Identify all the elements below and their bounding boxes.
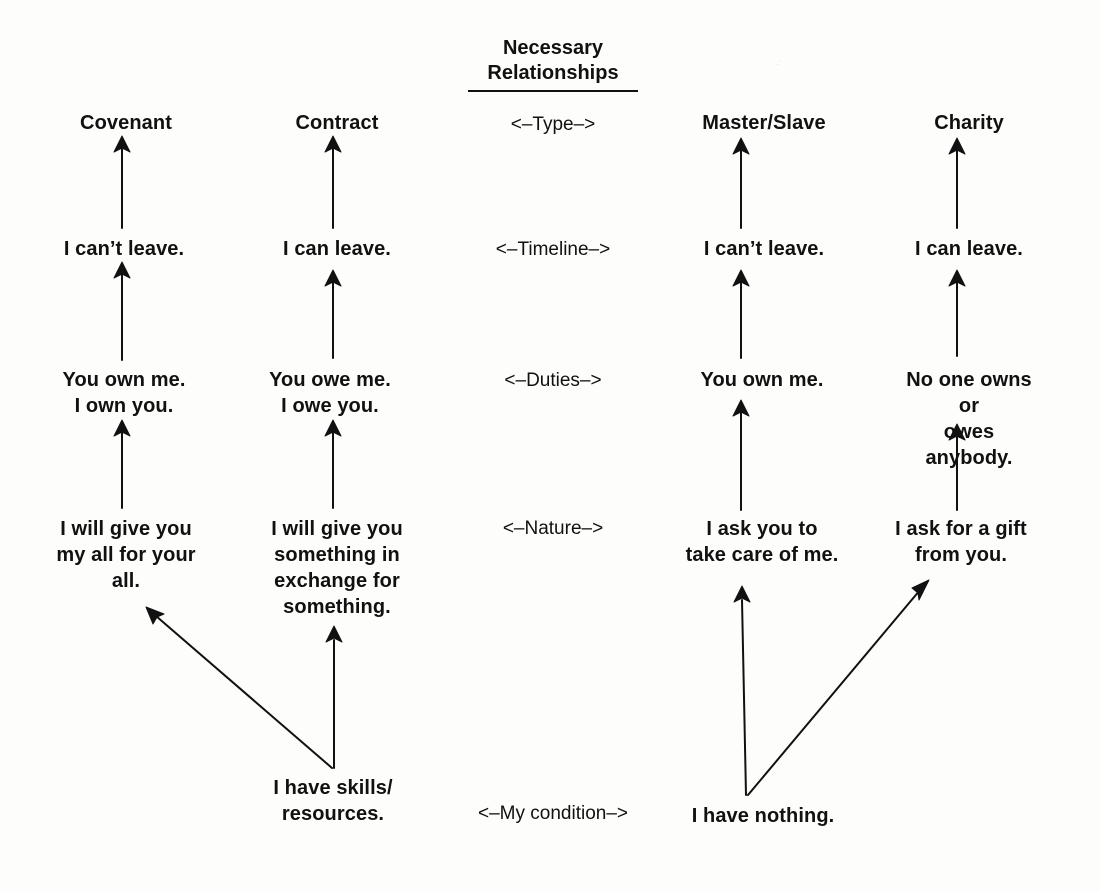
arrow-skills-to-covenant [155, 615, 333, 769]
arrowhead-contract-nature [325, 625, 343, 643]
row-label-type: <–Type–> [510, 114, 596, 135]
diagram-title: Necessary Relationships [487, 37, 619, 84]
arrowhead-master-duties [732, 399, 750, 417]
charity-nature: I ask for a gift from you. [895, 518, 1027, 566]
covenant-timeline: I can’t leave. [63, 238, 185, 260]
master-slave-duties: You own me. [700, 369, 824, 391]
arrowhead-master-timeline [732, 269, 750, 287]
arrowhead-charity-timeline [948, 269, 966, 287]
master-slave-timeline: I can’t leave. [703, 238, 825, 260]
contract-nature: I will give you something in exchange fo… [271, 518, 403, 618]
contract-type: Contract [295, 112, 379, 134]
arrowhead-covenant-duties [113, 419, 131, 437]
arrowhead-charity-nature [911, 579, 930, 601]
title-underline [468, 90, 638, 92]
row-label-duties: <–Duties–> [504, 370, 602, 391]
arrow-nothing-to-charity [747, 589, 921, 796]
arrowhead-contract-type [324, 135, 342, 153]
charity-type: Charity [934, 112, 1004, 134]
row-label-nature: <–Nature–> [502, 518, 604, 539]
arrow-nothing-to-master [741, 599, 747, 796]
arrowhead-charity-type [948, 137, 966, 155]
arrowhead-contract-timeline [324, 269, 342, 287]
master-slave-nature: I ask you to take care of me. [685, 518, 839, 566]
paper-speck: ·ʾ [776, 59, 782, 69]
covenant-nature: I will give you my all for your all. [56, 518, 196, 592]
arrowhead-covenant-nature [145, 606, 165, 625]
condition-nothing: I have nothing. [691, 805, 835, 827]
covenant-type: Covenant [80, 112, 172, 134]
row-label-condition: <–My condition–> [478, 803, 628, 824]
row-label-timeline: <–Timeline–> [495, 239, 611, 260]
master-slave-type: Master/Slave [702, 112, 826, 134]
arrowhead-charity-duties [948, 423, 966, 441]
arrowhead-covenant-type [113, 135, 131, 153]
condition-skills: I have skills/ resources. [273, 777, 393, 825]
arrowhead-covenant-timeline [113, 261, 131, 279]
arrowhead-contract-duties [324, 419, 342, 437]
arrowhead-master-nature [733, 585, 751, 603]
covenant-duties: You own me. I own you. [62, 369, 186, 417]
arrowhead-master-type [732, 137, 750, 155]
contract-timeline: I can leave. [283, 238, 391, 260]
charity-timeline: I can leave. [915, 238, 1023, 260]
contract-duties: You owe me. I owe you. [269, 369, 391, 417]
